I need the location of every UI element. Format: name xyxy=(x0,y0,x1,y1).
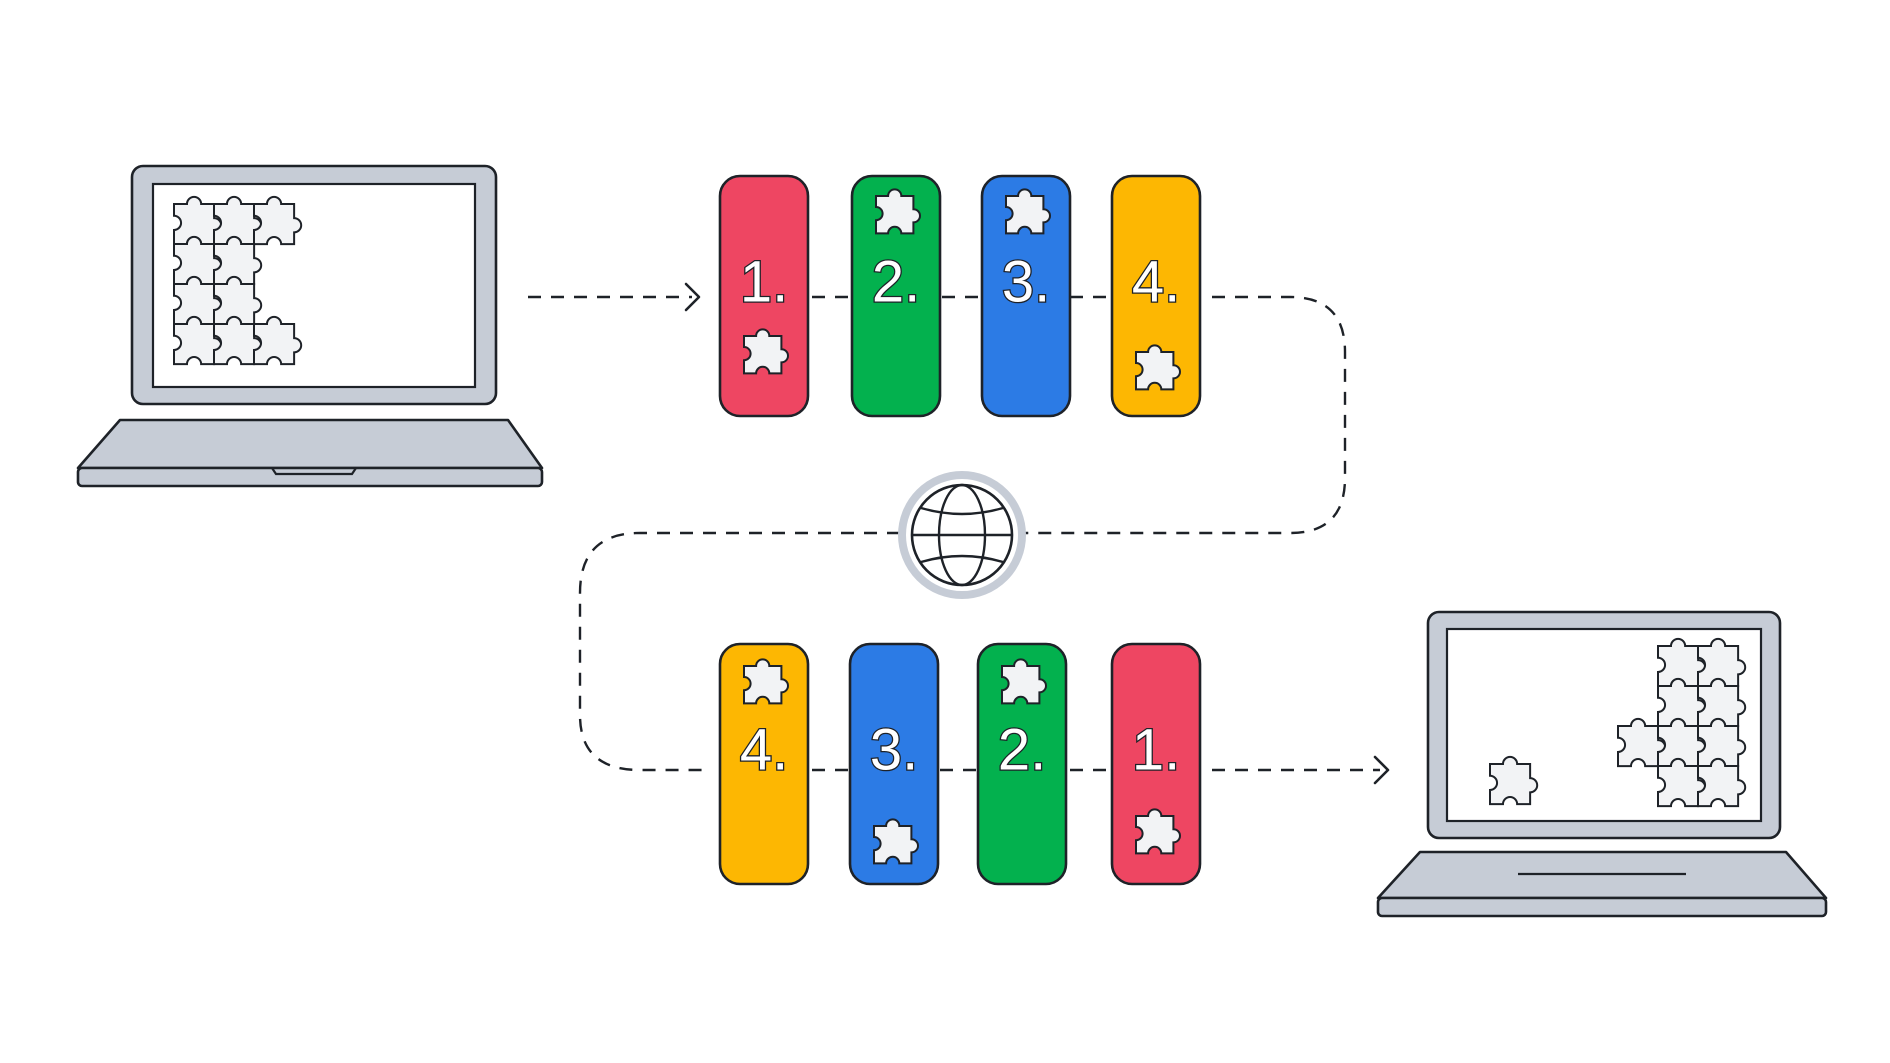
laptop-icon xyxy=(1376,610,1828,918)
puzzle-piece-icon xyxy=(1697,757,1747,808)
incoming-packet-4: 4. xyxy=(718,642,810,886)
packet-body xyxy=(850,174,942,418)
packet-number: 2. xyxy=(998,717,1046,782)
outgoing-packet-2: 2. xyxy=(850,174,942,418)
outgoing-packet-3: 3. xyxy=(980,174,1072,418)
puzzle-piece-icon xyxy=(1000,658,1048,705)
puzzle-piece-icon xyxy=(872,818,920,865)
puzzle-piece-icon xyxy=(1004,188,1052,235)
incoming-packets: 4. 3. 2. 1. xyxy=(718,642,1202,886)
packet-number: 1. xyxy=(1132,717,1180,782)
incoming-packet-1: 1. xyxy=(1110,642,1202,886)
packet-body xyxy=(1110,174,1202,418)
path-to-network-loop xyxy=(1024,295,1347,535)
outgoing-packets: 1. 2. 3. 4. xyxy=(718,174,1202,418)
arrowheads xyxy=(684,282,1390,785)
puzzle-piece-icon xyxy=(1134,344,1182,391)
packet-body xyxy=(976,642,1068,886)
transmission-path xyxy=(528,295,1380,772)
packet-number: 3. xyxy=(870,717,918,782)
path-network-to-incoming xyxy=(578,531,900,772)
puzzle-piece-icon xyxy=(742,328,790,375)
arrowhead-right-icon xyxy=(684,282,701,312)
puzzle-piece-icon xyxy=(742,658,790,705)
globe-icon xyxy=(898,471,1026,599)
packet-number: 2. xyxy=(872,249,920,314)
outgoing-packet-4: 4. xyxy=(1110,174,1202,418)
packet-body xyxy=(848,642,940,886)
puzzle-piece-icon xyxy=(1489,755,1539,806)
packet-number: 3. xyxy=(1002,249,1050,314)
puzzle-piece-icon xyxy=(874,188,922,235)
outgoing-packet-1: 1. xyxy=(718,174,810,418)
arrowhead-right-icon xyxy=(1373,755,1390,785)
packet-number: 1. xyxy=(740,249,788,314)
incoming-packet-2: 2. xyxy=(976,642,1068,886)
incoming-packet-3: 3. xyxy=(848,642,940,886)
laptop-icon xyxy=(76,164,544,488)
packet-body xyxy=(1110,642,1202,886)
packet-number: 4. xyxy=(740,717,788,782)
puzzle-piece-icon xyxy=(1134,808,1182,855)
packet-body xyxy=(718,642,810,886)
packet-number: 4. xyxy=(1132,249,1180,314)
packet-body xyxy=(980,174,1072,418)
puzzle-piece-icon xyxy=(253,315,303,366)
